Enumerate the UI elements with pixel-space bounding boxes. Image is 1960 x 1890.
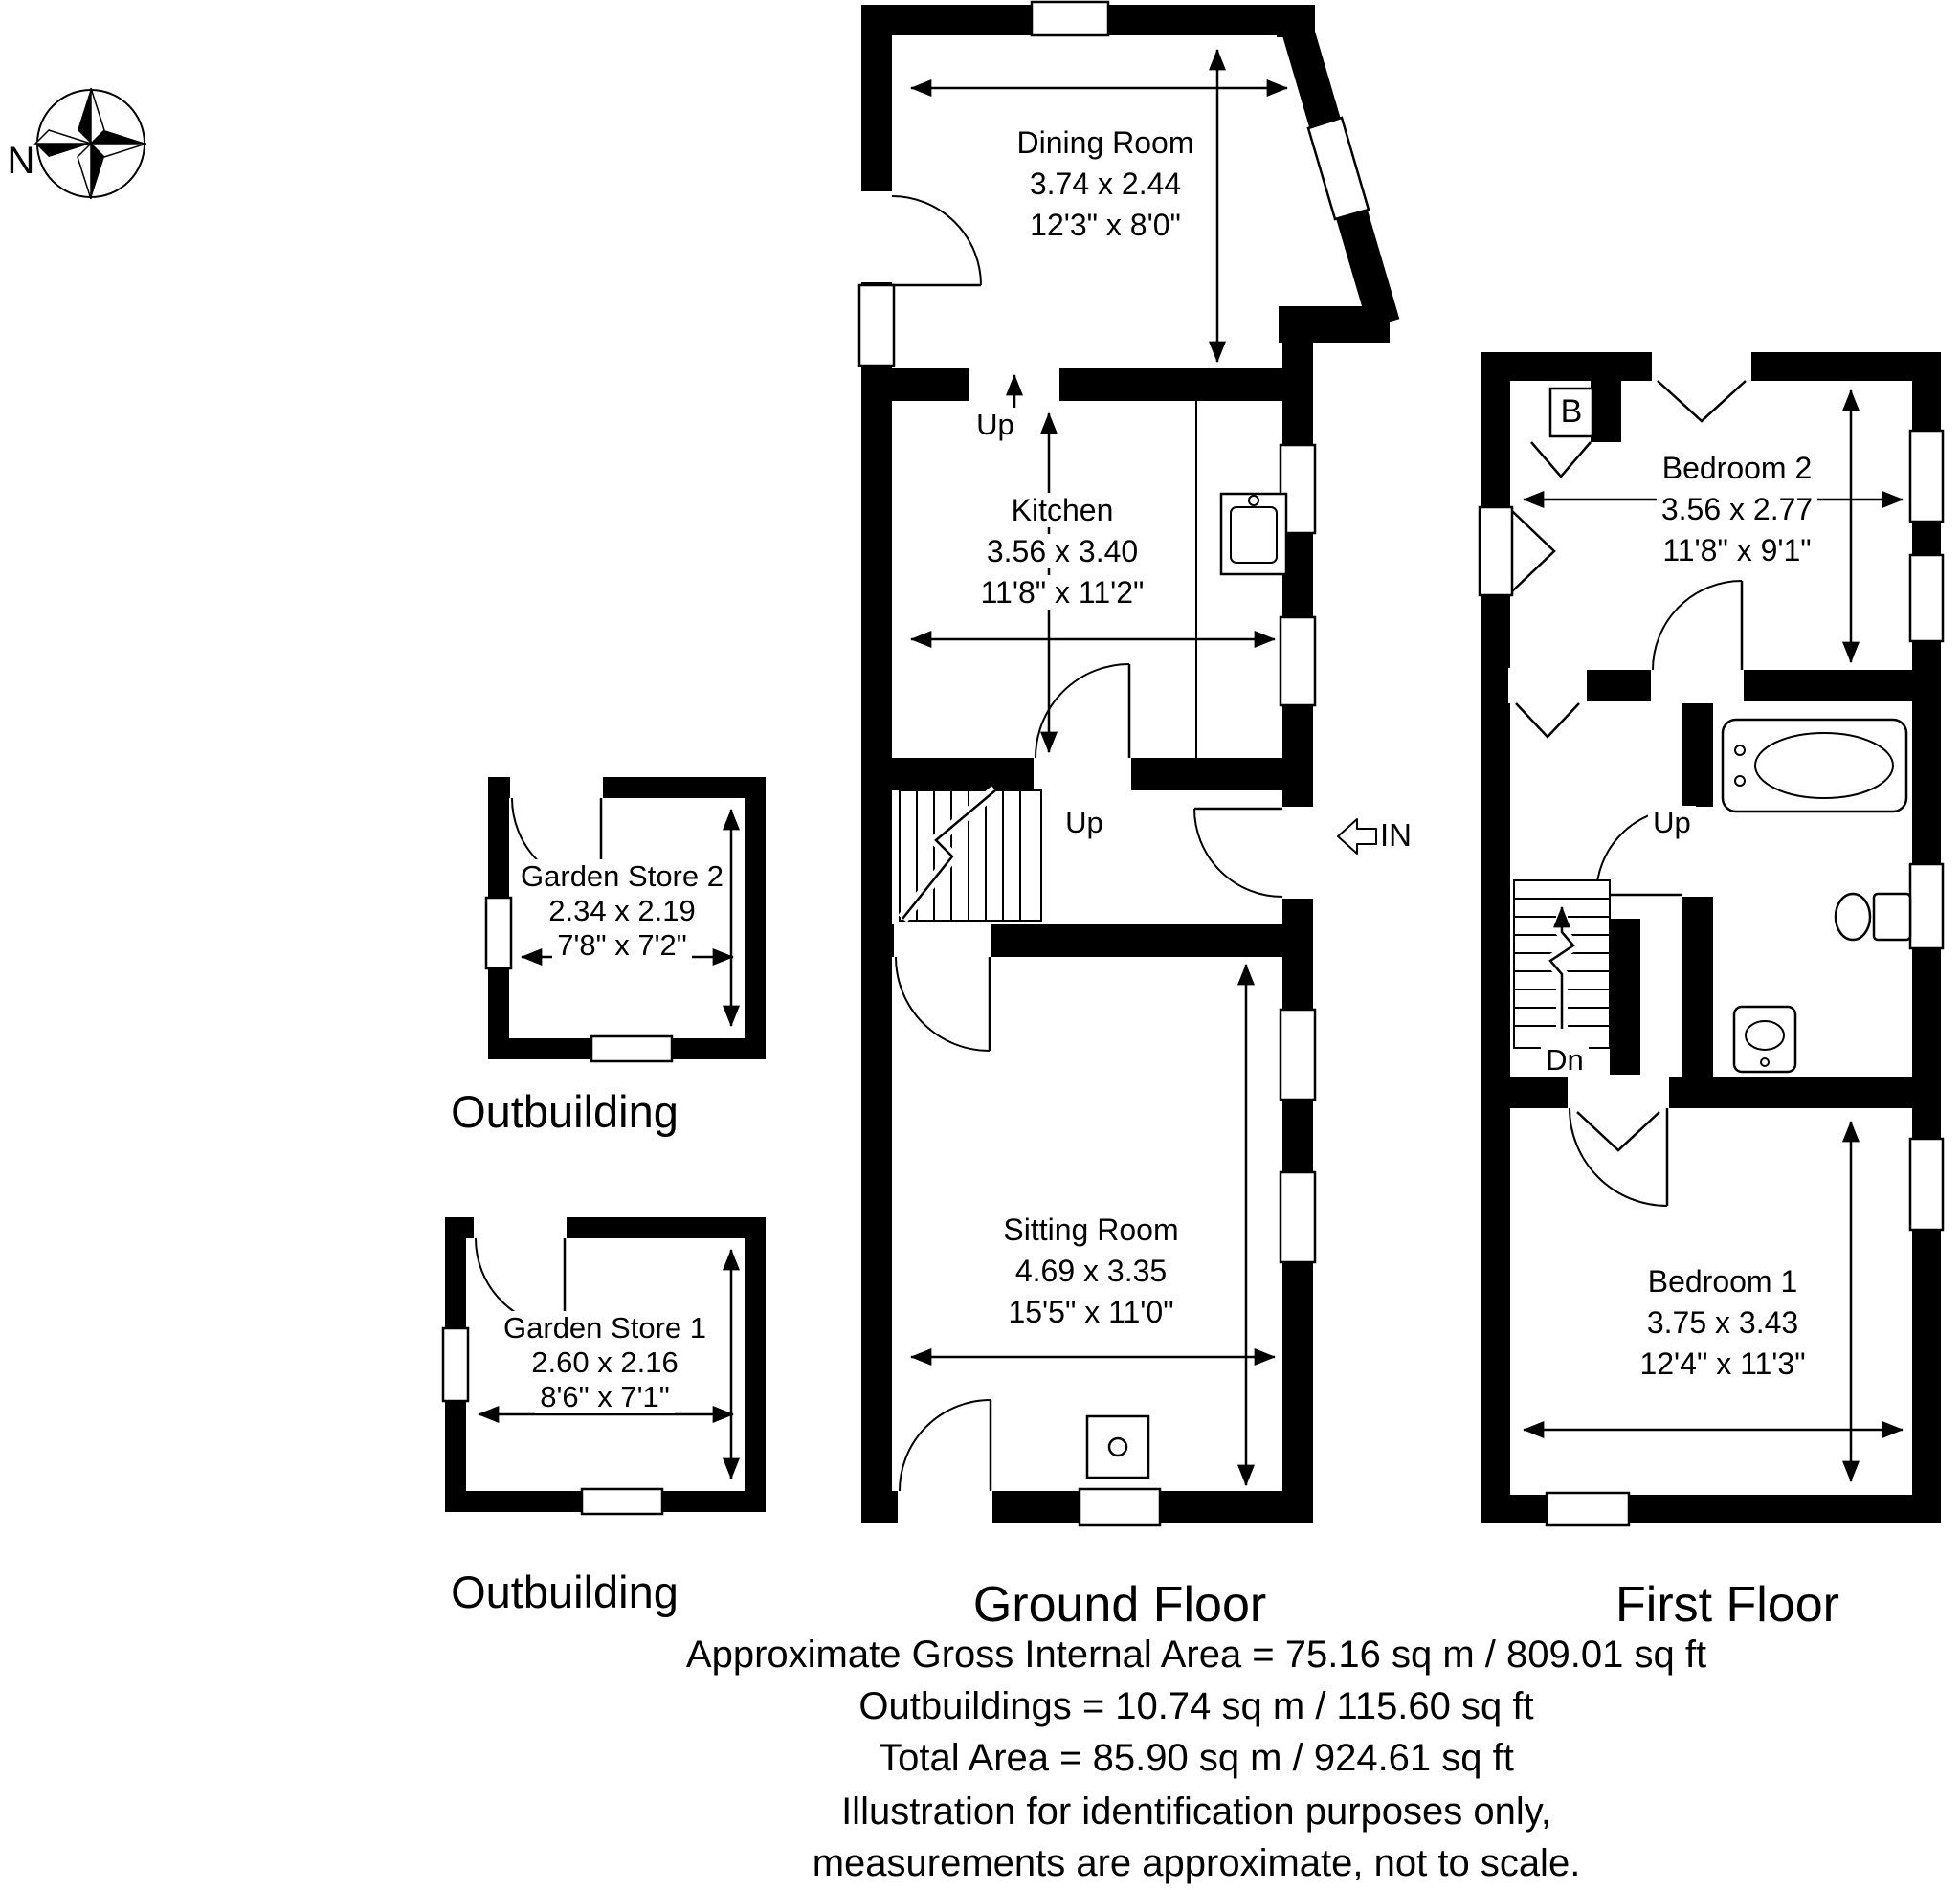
first-floor-dn-label: Dn	[1528, 1043, 1601, 1078]
gross-internal-area-text: Approximate Gross Internal Area = 75.16 …	[685, 1634, 1707, 1676]
first-floor-windows	[1478, 429, 1945, 1527]
first-floor-title: First Floor	[1615, 1577, 1839, 1633]
dining-room-dims-metric: 3.74 x 2.44	[1024, 167, 1187, 201]
toilet-icon	[1834, 892, 1912, 942]
ground-floor-dimension-arrows	[909, 48, 1289, 1487]
kitchen-sink-icon	[1219, 492, 1288, 576]
garden-store-1-dims-metric: 2.60 x 2.16	[526, 1345, 683, 1379]
sitting-room-label: Sitting Room 4.69 x 3.35 15'5" x 11'0"	[952, 1210, 1230, 1333]
sitting-room-dims-metric: 4.69 x 3.35	[1010, 1254, 1172, 1288]
boiler-label: B	[1560, 393, 1583, 430]
garden-store-1-name: Garden Store 1	[499, 1311, 711, 1345]
ground-floor-door-arcs	[891, 195, 1283, 1492]
entrance-arrow-icon	[1337, 818, 1377, 855]
garden-store-1-label: Garden Store 1 2.60 x 2.16 8'6" x 7'1"	[466, 1311, 744, 1414]
first-floor-door-gaps	[1508, 350, 1751, 1110]
ground-floor-plan	[858, 0, 1400, 1527]
basin-icon	[1732, 1005, 1797, 1074]
first-floor-plan	[1478, 350, 1945, 1527]
entrance-in-label: IN	[1380, 817, 1412, 853]
garden-store-1-plan	[441, 1215, 766, 1516]
kitchen-dims-imperial: 11'8" x 11'2"	[975, 575, 1149, 610]
ground-floor-windows	[858, 0, 1370, 1527]
fireplace-icon	[1085, 1414, 1150, 1479]
garden-store-2-dims-imperial: 7'8" x 7'2"	[552, 928, 692, 962]
kitchen-dims-metric: 3.56 x 3.40	[981, 534, 1144, 568]
sitting-room-dims-imperial: 15'5" x 11'0"	[1003, 1295, 1179, 1329]
total-area-text: Total Area = 85.90 sq m / 924.61 sq ft	[879, 1737, 1514, 1779]
garden-store-2-dims-metric: 2.34 x 2.19	[544, 894, 701, 927]
outbuilding-caption-1: Outbuilding	[451, 1567, 679, 1617]
garden-store-1-dims-imperial: 8'6" x 7'1"	[535, 1380, 675, 1413]
disclaimer-line-2: measurements are approximate, not to sca…	[812, 1842, 1581, 1884]
compass-north-label: N	[7, 140, 35, 182]
bedroom2-label: Bedroom 2 3.56 x 2.77 11'8" x 9'1"	[1598, 448, 1876, 571]
first-floor-window-chevrons	[1511, 380, 1747, 1152]
ground-floor-title: Ground Floor	[972, 1577, 1267, 1633]
compass-rose-icon	[33, 87, 147, 200]
dining-room-name: Dining Room	[1012, 125, 1199, 160]
sitting-room-name: Sitting Room	[998, 1212, 1184, 1247]
disclaimer-line-1: Illustration for identification purposes…	[841, 1790, 1551, 1833]
bedroom1-name: Bedroom 1	[1642, 1264, 1803, 1299]
first-floor-dimension-arrows	[1522, 389, 1904, 1483]
bedroom2-dims-imperial: 11'8" x 9'1"	[1658, 533, 1816, 567]
garden-store-2-name: Garden Store 2	[516, 859, 728, 893]
dining-room-label: Dining Room 3.74 x 2.44 12'3" x 8'0"	[967, 122, 1244, 246]
stairs-up-label: Up	[1048, 806, 1121, 840]
footer-area-summary: Approximate Gross Internal Area = 75.16 …	[431, 1629, 1960, 1889]
staircase-ground	[898, 786, 1042, 923]
kitchen-name: Kitchen	[1006, 493, 1119, 527]
boiler-box	[1548, 387, 1594, 438]
kitchen-label: Kitchen 3.56 x 3.40 11'8" x 11'2"	[924, 490, 1201, 613]
bedroom2-dims-metric: 3.56 x 2.77	[1656, 492, 1818, 526]
dining-room-dims-imperial: 12'3" x 8'0"	[1025, 208, 1186, 242]
outbuildings-area-text: Outbuildings = 10.74 sq m / 115.60 sq ft	[858, 1685, 1534, 1727]
ground-floor-door-gaps	[859, 191, 1315, 1525]
bedroom1-label: Bedroom 1 3.75 x 3.43 12'4" x 11'3"	[1584, 1261, 1861, 1385]
bath-icon	[1721, 718, 1908, 813]
bedroom2-name: Bedroom 2	[1657, 451, 1817, 485]
outbuilding-caption-2: Outbuilding	[451, 1086, 679, 1137]
garden-store-2-label: Garden Store 2 2.34 x 2.19 7'8" x 7'2"	[483, 859, 761, 963]
staircase-first	[1513, 879, 1611, 1049]
first-floor-up-label: Up	[1636, 806, 1708, 840]
bedroom1-dims-metric: 3.75 x 3.43	[1641, 1305, 1804, 1340]
step-up-label: Up	[959, 408, 1032, 442]
bedroom1-dims-imperial: 12'4" x 11'3"	[1635, 1346, 1811, 1381]
